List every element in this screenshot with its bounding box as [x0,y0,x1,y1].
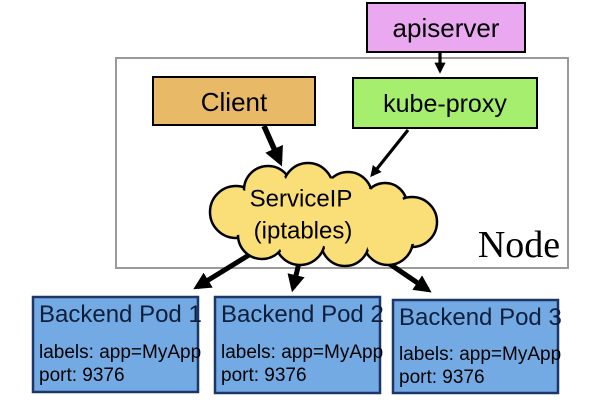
service-ip-cloud: ServiceIP (iptables) [208,161,439,268]
backend-pod-3-port: port: 9376 [399,367,485,388]
cloud-fill-cover [213,166,434,263]
backend-pod-1: Backend Pod 1 labels: app=MyApp port: 93… [31,295,202,394]
backend-pod-3-title: Backend Pod 3 [399,304,562,331]
backend-pod-2-title: Backend Pod 2 [221,301,384,328]
apiserver-label: apiserver [393,13,500,43]
iptables-label: (iptables) [254,218,353,245]
kube-proxy-label: kube-proxy [383,90,507,118]
arrow-kubeproxy-to-service [370,129,410,178]
backend-pod-3-labels: labels: app=MyApp [399,344,561,365]
kube-proxy-box [352,77,538,129]
apiserver: apiserver [366,2,526,53]
backend-pod-3-box [391,298,560,395]
client: Client [152,76,316,126]
client-label: Client [201,87,268,117]
backend-pod-2-port: port: 9376 [221,365,307,386]
client-box [152,76,316,126]
service-ip-label: ServiceIP [250,186,353,213]
backend-pod-2-labels: labels: app=MyApp [221,342,383,363]
node-label: Node [478,224,560,266]
backend-pod-1-port: port: 9376 [39,365,125,386]
backend-pod-1-title: Backend Pod 1 [39,301,202,328]
backend-pod-1-labels: labels: app=MyApp [39,342,201,363]
arrow-client-to-service [261,124,283,167]
kube-proxy: kube-proxy [352,77,538,129]
backend-pod-2-box [213,295,382,395]
apiserver-box [366,2,526,53]
backend-pod-3: Backend Pod 3 labels: app=MyApp port: 93… [391,298,562,395]
backend-pod-1-box [31,295,200,394]
backend-pod-2: Backend Pod 2 labels: app=MyApp port: 93… [213,295,384,395]
